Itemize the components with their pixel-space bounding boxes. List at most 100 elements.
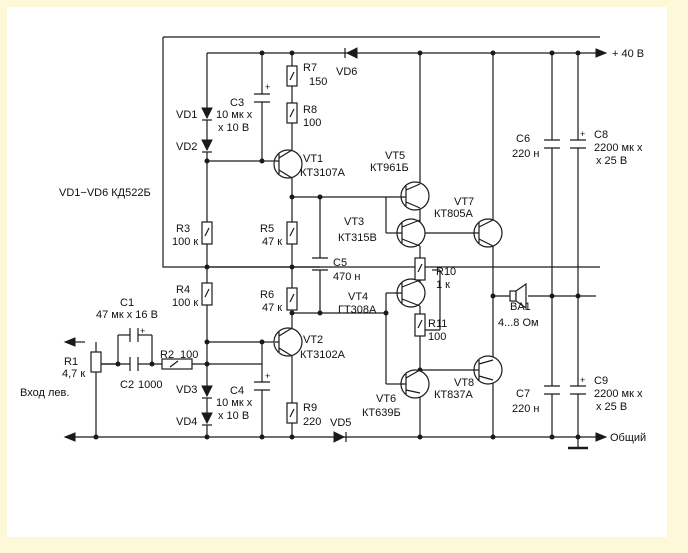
parts-vt6-0-label: VT6: [376, 393, 396, 405]
polarity_mark-label: +: [580, 129, 585, 139]
parts-r1-1-label: 4,7 к: [62, 368, 85, 380]
parts-c3-1-label: 10 мк x: [216, 109, 253, 121]
parts-r11-0-label: R11: [428, 318, 447, 330]
parts-r2-0-label: R2: [160, 349, 174, 361]
parts-c3-2-label: x 10 В: [218, 122, 249, 134]
parts-c7-1-label: 220 н: [512, 403, 539, 415]
capacitor-c8-symbol: [570, 139, 586, 149]
capacitor-c5-symbol: [312, 257, 328, 271]
parts-vd6-label: VD6: [336, 66, 357, 78]
parts-r10-1-label: 1 к: [436, 279, 450, 291]
supply-label: + 40 В: [612, 48, 644, 60]
diodes: [201, 47, 358, 443]
parts-r5-0-label: R5: [260, 223, 274, 235]
polarity_mark-label: +: [580, 375, 585, 385]
potentiometer-r1-symbol: [90, 351, 102, 373]
parts-r1-0-label: R1: [64, 356, 78, 368]
parts-r10-0-label: R10: [436, 266, 456, 278]
ground-label: Общий: [610, 432, 646, 444]
parts-r8-1-label: 100: [303, 117, 321, 129]
parts-c6-0-label: C6: [516, 133, 530, 145]
parts-vt3-1-label: КТ315В: [338, 232, 377, 244]
parts-r7-1-label: 150: [309, 76, 327, 88]
parts-c9-0-label: C9: [594, 375, 608, 387]
input-arrow-icon: [63, 337, 76, 347]
parts-r6-1-label: 47 к: [262, 302, 282, 314]
capacitor-c4-symbol: [254, 381, 270, 391]
parts-r2-1-label: 100: [180, 349, 198, 361]
parts-r3-0-label: R3: [176, 223, 190, 235]
parts-ba1-1-label: 4...8 Ом: [498, 317, 539, 329]
parts-c3-0-label: C3: [230, 97, 244, 109]
parts-c5-0-label: C5: [333, 257, 347, 269]
parts-c8-2-label: x 25 В: [596, 155, 627, 167]
diode-note: VD1−VD6 КД522Б: [59, 187, 151, 199]
parts-r9-1-label: 220: [303, 416, 321, 428]
parts-vt2-1-label: КТ3102А: [300, 349, 346, 361]
transistor-vt7-icon: [473, 218, 503, 248]
parts-r3-1-label: 100 к: [172, 236, 198, 248]
parts-vt5-1-label: КТ961Б: [370, 162, 409, 174]
parts-c4-2-label: x 10 В: [218, 410, 249, 422]
parts-r6-0-label: R6: [260, 289, 274, 301]
parts-c8-0-label: C8: [594, 129, 608, 141]
input-label: Вход лев.: [20, 387, 69, 399]
speaker-ba1-icon: [509, 282, 527, 310]
parts-c9-1-label: 2200 мк x: [594, 388, 643, 400]
parts-vt1-0-label: VT1: [303, 153, 323, 165]
parts-vt7-1-label: КТ805А: [434, 208, 473, 220]
parts-vd2-label: VD2: [176, 141, 197, 153]
polarity_mark-label: +: [265, 371, 270, 381]
diode-vd2-icon: [201, 139, 213, 152]
parts-c5-1-label: 470 н: [333, 271, 360, 283]
parts-vd4-label: VD4: [176, 416, 197, 428]
parts-vd1-label: VD1: [176, 109, 197, 121]
schematic-frame: [7, 7, 667, 537]
parts-vt1-1-label: КТ3107А: [300, 167, 346, 179]
transistor-vt4-icon: [395, 278, 426, 308]
transistor-vt3-icon: [395, 218, 426, 248]
capacitor-c1-symbol: [129, 328, 139, 342]
diode-vd6-icon: [345, 47, 358, 59]
diode-vd1-icon: [201, 107, 213, 120]
parts-c2-0-label: C2: [120, 379, 134, 391]
capacitor-c3-symbol: [254, 93, 270, 103]
parts-vt2-0-label: VT2: [303, 334, 323, 346]
polarity_mark-label: +: [265, 82, 270, 92]
parts-vt4-1-label: ГТ308А: [338, 304, 377, 316]
rail-arrows: [63, 48, 608, 450]
transistor-vt1-icon: [273, 143, 303, 185]
capacitor-c7-symbol: [544, 385, 560, 395]
parts-c8-1-label: 2200 мк x: [594, 142, 643, 154]
parts-c4-0-label: C4: [230, 385, 244, 397]
polarity_mark-label: +: [140, 326, 145, 336]
parts-r11-1-label: 100: [428, 331, 446, 343]
parts-ba1-0-label: BA1: [510, 301, 531, 313]
parts-c1-1-label: 47 мк x 16 В: [96, 309, 158, 321]
parts-vt5-0-label: VT5: [385, 150, 405, 162]
parts-c4-1-label: 10 мк x: [216, 397, 253, 409]
ground-arrow-icon: [595, 432, 608, 442]
junction-dots: [93, 50, 581, 440]
parts-r9-0-label: R9: [303, 402, 317, 414]
parts-vd5-label: VD5: [330, 417, 351, 429]
parts-vt8-1-label: КТ837А: [434, 389, 473, 401]
capacitors: + + + + +: [129, 82, 586, 395]
parts-vt7-0-label: VT7: [454, 196, 474, 208]
transistor-vt6-icon: [400, 369, 430, 399]
parts-r4-0-label: R4: [176, 284, 190, 296]
resistor-r2-symbol: [161, 358, 193, 370]
transistors: [273, 143, 503, 399]
parts-c6-1-label: 220 н: [512, 148, 539, 160]
transistor-vt2-icon: [273, 322, 303, 364]
labels: + 40 В Общий Вход лев. VD1−VD6 КД522Б R7…: [20, 48, 646, 444]
parts-vt4-0-label: VT4: [348, 291, 368, 303]
diode-vd3-icon: [201, 385, 213, 398]
parts-c1-0-label: C1: [120, 297, 134, 309]
parts-c2-1-label: 1000: [138, 379, 162, 391]
positive-supply-arrow-icon: [595, 48, 608, 58]
wires: [75, 36, 600, 448]
capacitor-c2-symbol: [129, 357, 139, 371]
parts-vt3-0-label: VT3: [344, 216, 364, 228]
